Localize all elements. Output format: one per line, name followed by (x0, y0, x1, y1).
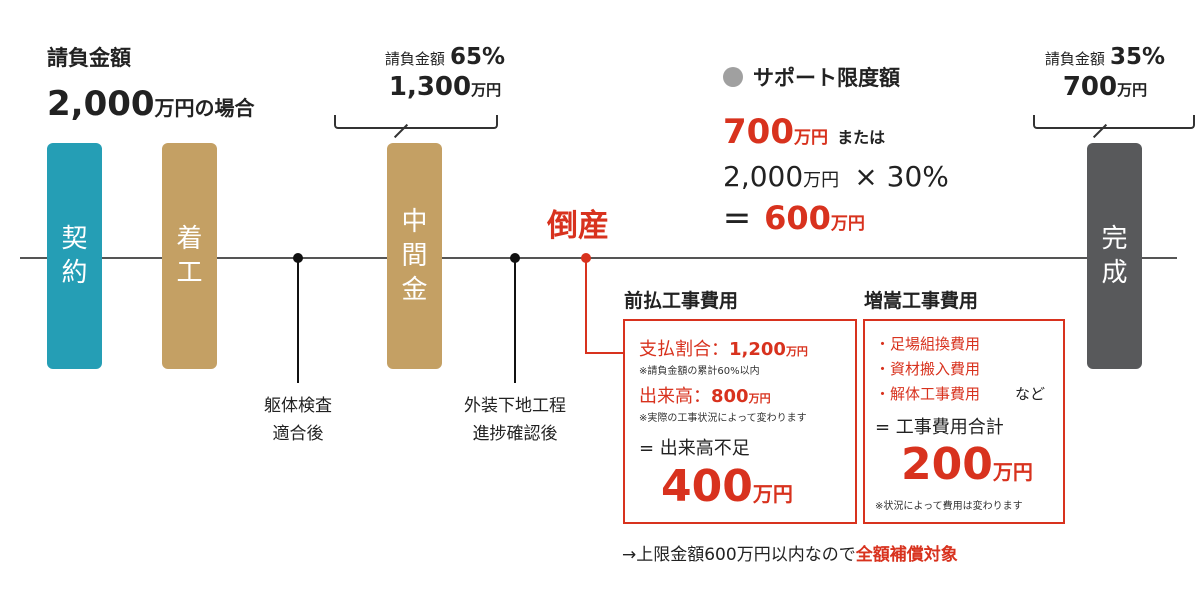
checkpoint-line1: 躯体検査 (264, 396, 332, 416)
milestone-char: 着 (176, 224, 203, 254)
final-payment-label: 請負金額 (1044, 50, 1105, 68)
support-option1-amount: 700 (723, 112, 794, 152)
contract-amount: 2,000 (47, 84, 155, 124)
milestone-char: 約 (61, 258, 88, 288)
support-result-amount: 600 (764, 199, 831, 237)
midpayment-unit: 万円 (471, 81, 502, 99)
support-or-text: または (837, 128, 886, 147)
extra-cost-item: ・足場組換費用 (875, 335, 981, 353)
support-option1-unit: 万円 (793, 128, 828, 148)
extra-cost-total-label: = 工事費用合計 (875, 417, 1004, 438)
milestone-complete: 完 成 (1087, 143, 1142, 369)
extra-cost-item: ・資材搬入費用 (875, 360, 981, 378)
shortfall-amount: 400 (661, 461, 753, 512)
checkpoint-line2: 適合後 (272, 424, 324, 444)
shortfall-label: = 出来高不足 (639, 438, 750, 459)
midpayment-percent: 65% (450, 44, 506, 70)
pay-ratio-unit: 万円 (785, 345, 808, 358)
support-formula: 2,000万円 × 30% (723, 160, 949, 193)
milestone-char: 工 (176, 258, 203, 288)
progress-unit: 万円 (748, 392, 771, 405)
checkpoint-line1: 外装下地工程 (464, 396, 566, 416)
extra-cost-item: ・解体工事費用 (875, 385, 981, 403)
bankruptcy-connector-horizontal (585, 352, 625, 354)
support-limit-heading: サポート限度額 (723, 62, 900, 92)
milestone-char: 契 (61, 224, 88, 254)
checkpoint-label-2: 外装下地工程 進捗確認後 (435, 392, 595, 448)
milestone-midpayment: 中 間 金 (387, 143, 442, 369)
conclusion: →上限金額600万円以内なので全額補償対象 (622, 540, 958, 565)
midpayment-label: 請負金額 (384, 50, 445, 68)
pay-ratio-label: 支払割合： (639, 339, 729, 360)
support-limit-title: サポート限度額 (753, 66, 900, 90)
extra-cost-note: ※状況によって費用は変わります (875, 501, 1023, 512)
milestone-char: 完 (1101, 224, 1128, 254)
final-payment-bracket (1033, 115, 1195, 129)
prepaid-heading: 前払工事費用 (624, 290, 739, 312)
contract-title: 請負金額 (47, 46, 131, 70)
pay-ratio-note: ※請負金額の累計60%以内 (639, 366, 760, 377)
final-payment-unit: 万円 (1117, 81, 1148, 99)
midpayment-bracket (334, 115, 498, 129)
shortfall-unit: 万円 (752, 482, 793, 506)
bankruptcy-connector-vertical (585, 258, 587, 354)
milestone-contract: 契 約 (47, 143, 102, 369)
timeline-line (20, 257, 1177, 259)
milestone-char: 金 (401, 275, 428, 305)
milestone-char: 成 (1101, 258, 1128, 288)
bullet-circle-icon (723, 67, 743, 87)
final-payment-amount: 700 (1062, 72, 1118, 102)
bankruptcy-label: 倒産 (547, 208, 609, 244)
midpayment-amount: 1,300 (388, 72, 472, 102)
support-formula-unit: 万円 (803, 170, 840, 191)
checkpoint-label-1: 躯体検査 適合後 (228, 392, 368, 448)
extra-cost-heading: 増嵩工事費用 (864, 290, 979, 312)
final-payment-percent: 35% (1110, 44, 1166, 70)
progress-label: 出来高： (639, 386, 711, 407)
progress-amount: 800 (711, 386, 749, 407)
milestone-start: 着 工 (162, 143, 217, 369)
final-payment-callout: 請負金額 35% 700万円 (1020, 44, 1190, 102)
contract-amount-line: 2,000万円の場合 (47, 84, 255, 124)
extra-cost-etc: など (1015, 385, 1046, 403)
conclusion-prefix: →上限金額600万円以内なので (622, 545, 856, 565)
checkpoint-line-1 (297, 258, 299, 383)
extra-cost-total-unit: 万円 (992, 460, 1033, 484)
support-result-unit: 万円 (830, 214, 865, 234)
support-formula-op: × 30% (854, 160, 949, 193)
support-option1: 700万円 または (723, 112, 885, 152)
support-formula-base: 2,000 (723, 160, 804, 193)
midpayment-callout: 請負金額 65% 1,300万円 (330, 44, 560, 102)
support-result: ＝ 600万円 (723, 198, 865, 238)
prepaid-box: 支払割合：1,200万円 ※請負金額の累計60%以内 出来高：800万円 ※実際… (623, 319, 857, 524)
progress-note: ※実際の工事状況によって変わります (639, 413, 807, 424)
extra-cost-box: ・足場組換費用 ・資材搬入費用 ・解体工事費用 など = 工事費用合計 200万… (863, 319, 1065, 524)
pay-ratio-amount: 1,200 (729, 339, 786, 360)
checkpoint-line-2 (514, 258, 516, 383)
extra-cost-total-amount: 200 (901, 439, 993, 490)
milestone-char: 間 (401, 241, 428, 271)
milestone-char: 中 (401, 207, 428, 237)
checkpoint-line2: 進捗確認後 (472, 424, 558, 444)
conclusion-highlight: 全額補償対象 (855, 545, 958, 565)
equals-sign: ＝ (723, 203, 752, 236)
contract-amount-suffix: 万円の場合 (154, 96, 255, 120)
